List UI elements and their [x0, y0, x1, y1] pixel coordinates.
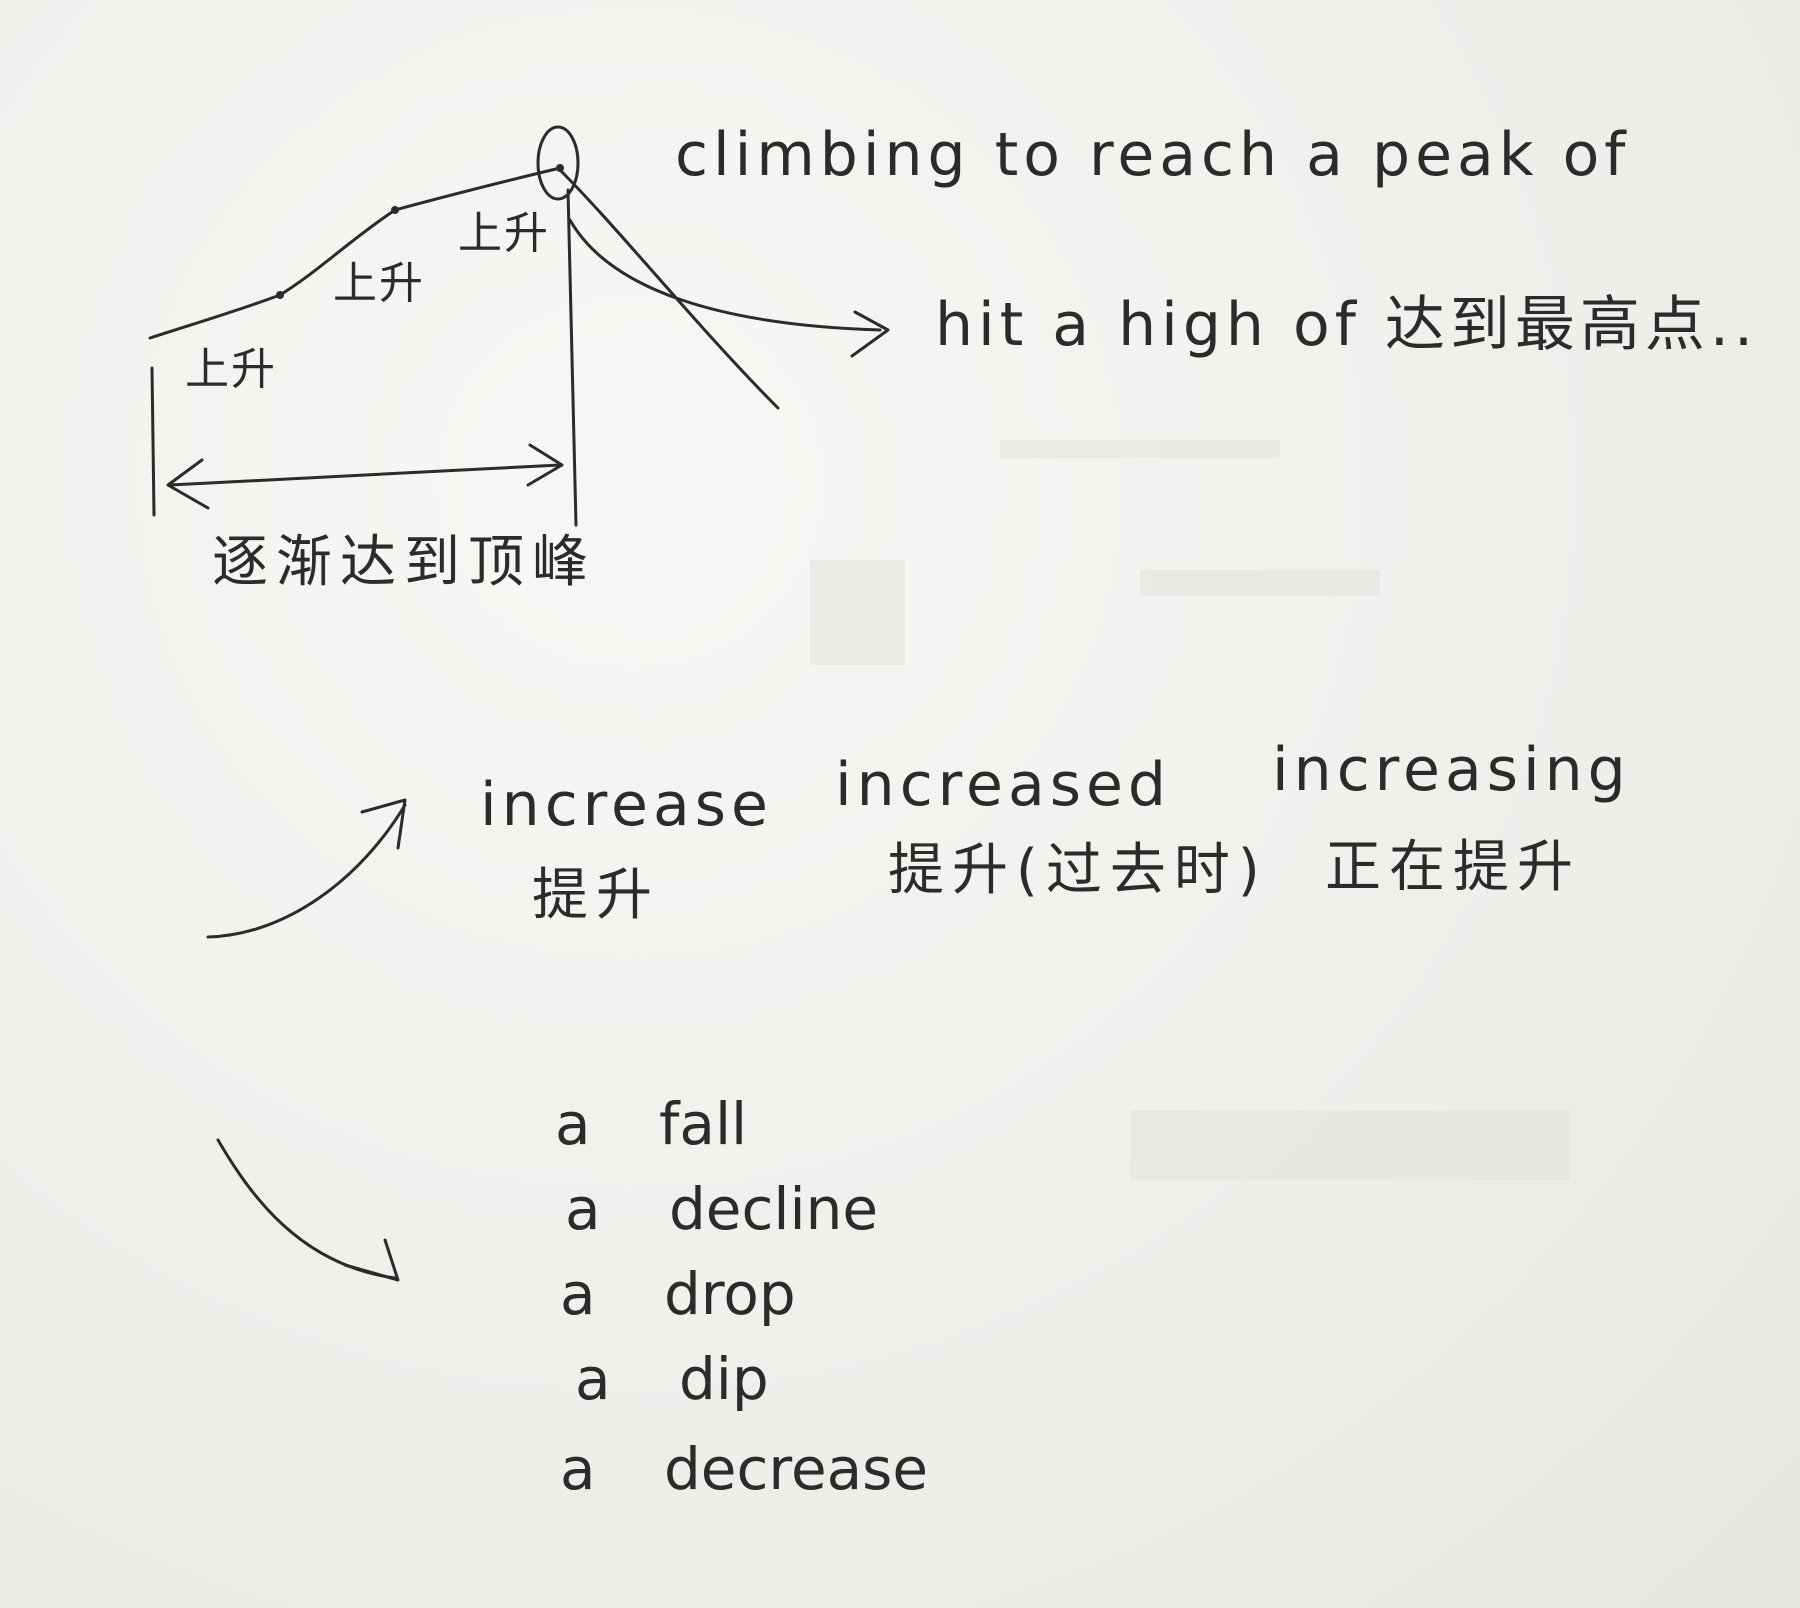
noun: dip — [678, 1345, 769, 1413]
downward-arrow-line — [216, 1138, 397, 1280]
bottom-label: 逐渐达到顶峰 — [212, 530, 596, 595]
pointer-arrow-line — [568, 218, 882, 332]
increased-word: increased — [835, 750, 1171, 820]
peak-marker-line — [566, 188, 578, 527]
span-arrow-left-head — [166, 458, 210, 510]
trend-point — [391, 206, 399, 214]
high-phrase: hit a high of 达到最高点.. — [935, 290, 1759, 360]
pointer-arrow-head — [850, 310, 890, 358]
decrease-item: a decrease — [560, 1440, 928, 1498]
rising-trend-line — [148, 166, 562, 340]
bleed-through-mark — [1130, 1110, 1570, 1180]
peak-circle — [536, 125, 580, 201]
increasing-word: increasing — [1272, 735, 1631, 805]
span-arrow-line — [168, 463, 562, 487]
bleed-through-mark — [810, 560, 905, 665]
decrease-item: a drop — [560, 1265, 796, 1323]
bleed-through-mark — [1140, 570, 1380, 596]
segment-label-2: 上升 — [333, 258, 425, 309]
downward-arrow-head — [343, 1238, 400, 1282]
upward-arrow-line — [206, 803, 407, 939]
segment-label-1: 上升 — [185, 344, 277, 395]
upward-arrow-head — [360, 798, 407, 850]
decrease-item: a fall — [555, 1095, 747, 1153]
noun: decrease — [663, 1435, 929, 1503]
peak-phrase: climbing to reach a peak of — [675, 120, 1631, 190]
trend-point — [276, 291, 284, 299]
start-marker-line — [150, 366, 156, 517]
increased-meaning: 提升(过去时) — [888, 838, 1268, 903]
decrease-item: a decline — [565, 1180, 878, 1238]
article: a — [575, 1345, 611, 1413]
noun: fall — [658, 1090, 748, 1158]
decrease-item: a dip — [575, 1350, 769, 1408]
trend-point — [556, 164, 564, 172]
article: a — [565, 1175, 601, 1243]
increasing-meaning: 正在提升 — [1325, 835, 1581, 900]
article: a — [560, 1260, 596, 1328]
span-arrow-right-head — [526, 443, 564, 487]
segment-label-3: 上升 — [458, 208, 550, 259]
increase-word: increase — [480, 770, 773, 840]
noun: drop — [663, 1260, 796, 1328]
decline-line — [558, 168, 780, 410]
increase-meaning: 提升 — [532, 863, 660, 928]
article: a — [560, 1435, 596, 1503]
noun: decline — [668, 1175, 879, 1243]
article: a — [555, 1090, 591, 1158]
bleed-through-mark — [1000, 440, 1280, 458]
